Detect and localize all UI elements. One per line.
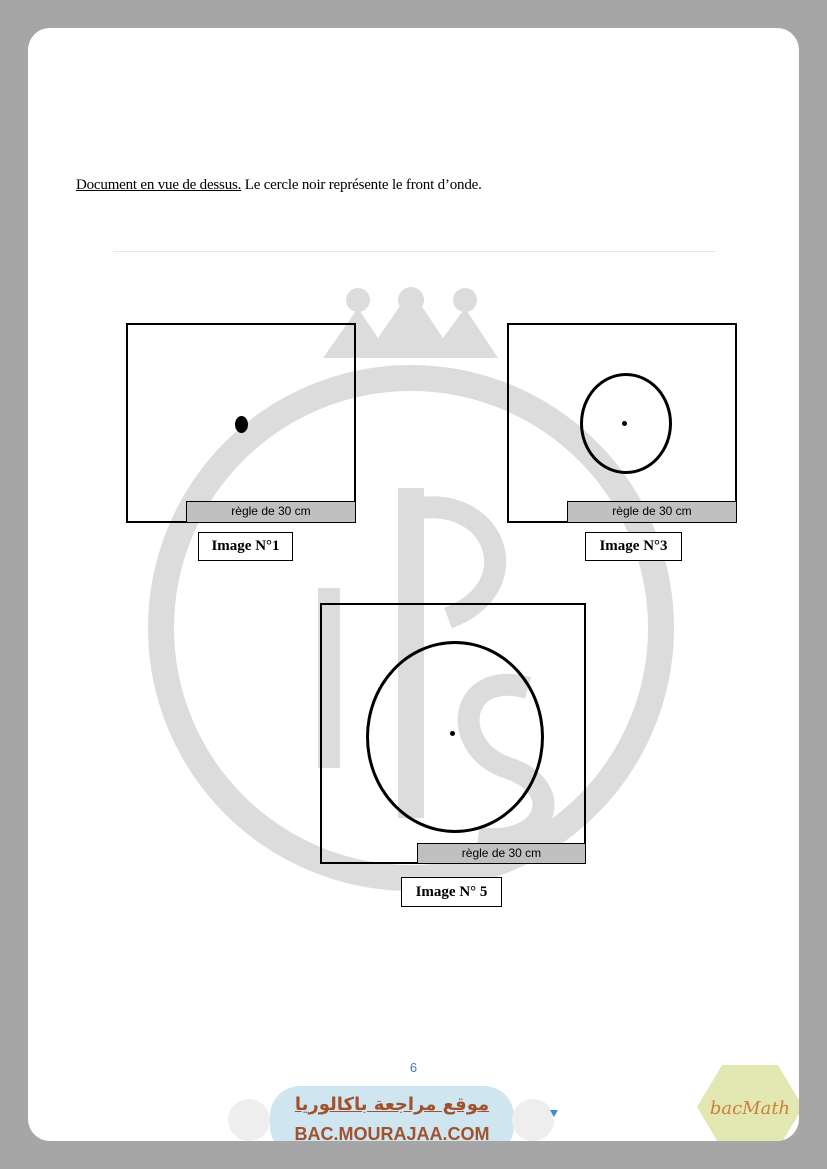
triangle-marker-icon [550, 1110, 558, 1117]
banner-url[interactable]: BAC.MOURAJAA.COM [294, 1124, 490, 1141]
image-3-label: Image N°3 [585, 532, 682, 561]
drop-point [235, 416, 248, 433]
image-1-frame: règle de 30 cm [126, 323, 356, 523]
bacmath-badge-icon: bacMath [697, 1065, 799, 1141]
divider [113, 251, 715, 252]
wave-source-point [450, 731, 455, 736]
ruler: règle de 30 cm [417, 843, 586, 864]
banner-arabic-text[interactable]: موقع مراجعة باكالوريا [294, 1094, 490, 1115]
badge-text: bacMath [710, 1098, 790, 1119]
site-banner[interactable]: موقع مراجعة باكالوريا BAC.MOURAJAA.COM [270, 1086, 514, 1141]
image-5-label: Image N° 5 [401, 877, 502, 907]
image-5-frame: règle de 30 cm [320, 603, 586, 864]
left-logo-icon [228, 1099, 270, 1141]
wave-source-point [622, 421, 627, 426]
page: Document en vue de dessus. Le cercle noi… [28, 28, 799, 1141]
caption-rest: Le cercle noir représente le front d’ond… [241, 177, 482, 193]
ruler: règle de 30 cm [186, 501, 356, 523]
wavefront-circle [580, 373, 672, 474]
image-1-label: Image N°1 [198, 532, 293, 561]
image-3-frame: règle de 30 cm [507, 323, 737, 523]
watermark-logo [148, 287, 674, 891]
wavefront-circle [366, 641, 544, 833]
ruler: règle de 30 cm [567, 501, 737, 523]
document-caption: Document en vue de dessus. Le cercle noi… [76, 177, 482, 194]
caption-underlined: Document en vue de dessus. [76, 177, 242, 193]
page-number: 6 [409, 1060, 418, 1075]
right-logo-icon [512, 1099, 554, 1141]
